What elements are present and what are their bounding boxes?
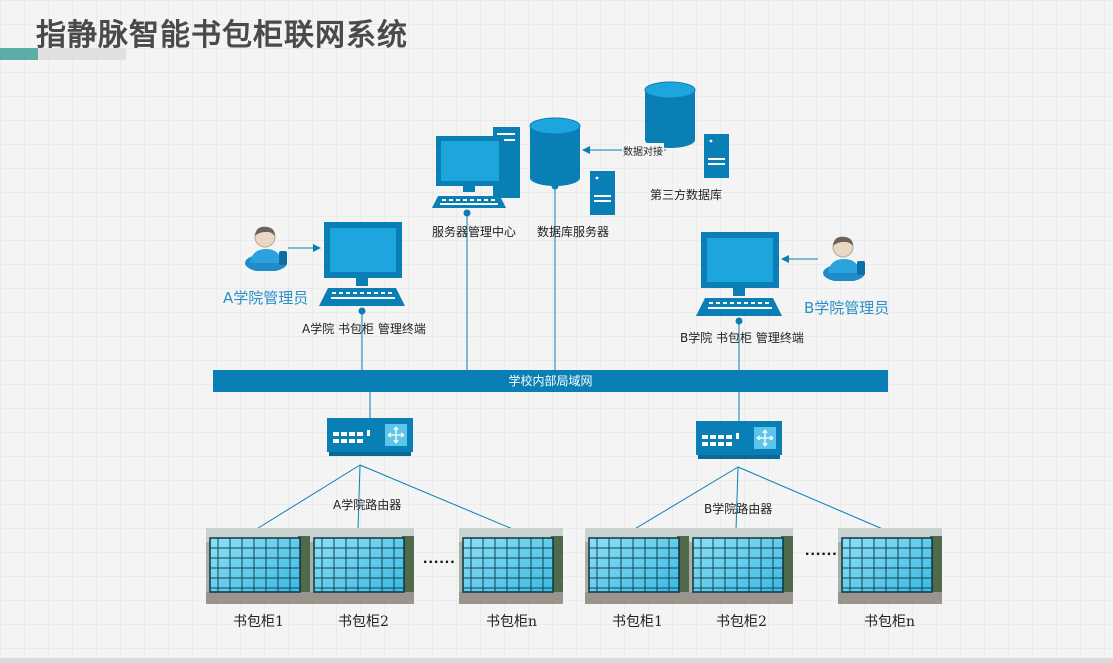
cabinet-an-image bbox=[459, 528, 563, 604]
router-a-icon bbox=[327, 418, 413, 457]
admin-b-person-icon bbox=[822, 236, 866, 281]
cabinet-bn-label: 书包柜n bbox=[864, 614, 916, 630]
ellipsis-a: ...... bbox=[423, 550, 456, 567]
server-center-label: 服务器管理中心 bbox=[432, 225, 517, 239]
title-accent-bar bbox=[0, 48, 38, 60]
router-a-links bbox=[254, 464, 516, 531]
db-server-label: 数据库服务器 bbox=[537, 225, 610, 239]
cabinet-a1-image bbox=[206, 528, 310, 604]
page-title: 指静脉智能书包柜联网系统 bbox=[36, 18, 408, 53]
cabinet-a2-label: 书包柜2 bbox=[338, 614, 389, 630]
bottom-divider bbox=[0, 658, 1113, 663]
cabinet-an-label: 书包柜n bbox=[486, 614, 538, 630]
campus-lan-bar: 学校内部局域网 bbox=[213, 370, 888, 392]
cabinet-a1-label: 书包柜1 bbox=[233, 614, 284, 630]
admin-b-label: B学院管理员 bbox=[804, 299, 890, 317]
title-underline bbox=[38, 48, 126, 60]
terminal-b-icon bbox=[696, 232, 782, 325]
terminal-b-label: B学院 书包柜 管理终端 bbox=[680, 331, 804, 345]
router-b-label: B学院路由器 bbox=[704, 502, 773, 516]
ellipsis-b: ...... bbox=[805, 542, 838, 559]
cabinet-b1-image bbox=[585, 528, 689, 604]
terminal-a-label: A学院 书包柜 管理终端 bbox=[302, 322, 426, 336]
cabinet-b2-image bbox=[689, 528, 793, 604]
admin-a-label: A学院管理员 bbox=[223, 289, 309, 307]
database-server-icon bbox=[529, 117, 615, 215]
cabinet-b2-label: 书包柜2 bbox=[716, 614, 767, 630]
terminal-a-icon bbox=[319, 222, 405, 315]
router-b-icon bbox=[696, 421, 782, 460]
cabinet-bn-image bbox=[838, 528, 942, 604]
server-center-icon bbox=[432, 127, 520, 217]
router-b-links bbox=[632, 466, 886, 531]
cabinet-a2-image bbox=[310, 528, 414, 604]
admin-a-person-icon bbox=[244, 226, 288, 271]
data-link-label: 数据对接 bbox=[622, 143, 664, 158]
router-a-label: A学院路由器 bbox=[333, 498, 402, 512]
cabinet-b1-label: 书包柜1 bbox=[612, 614, 663, 630]
third-party-db-label: 第三方数据库 bbox=[650, 188, 723, 202]
third-party-database-icon bbox=[644, 81, 729, 178]
